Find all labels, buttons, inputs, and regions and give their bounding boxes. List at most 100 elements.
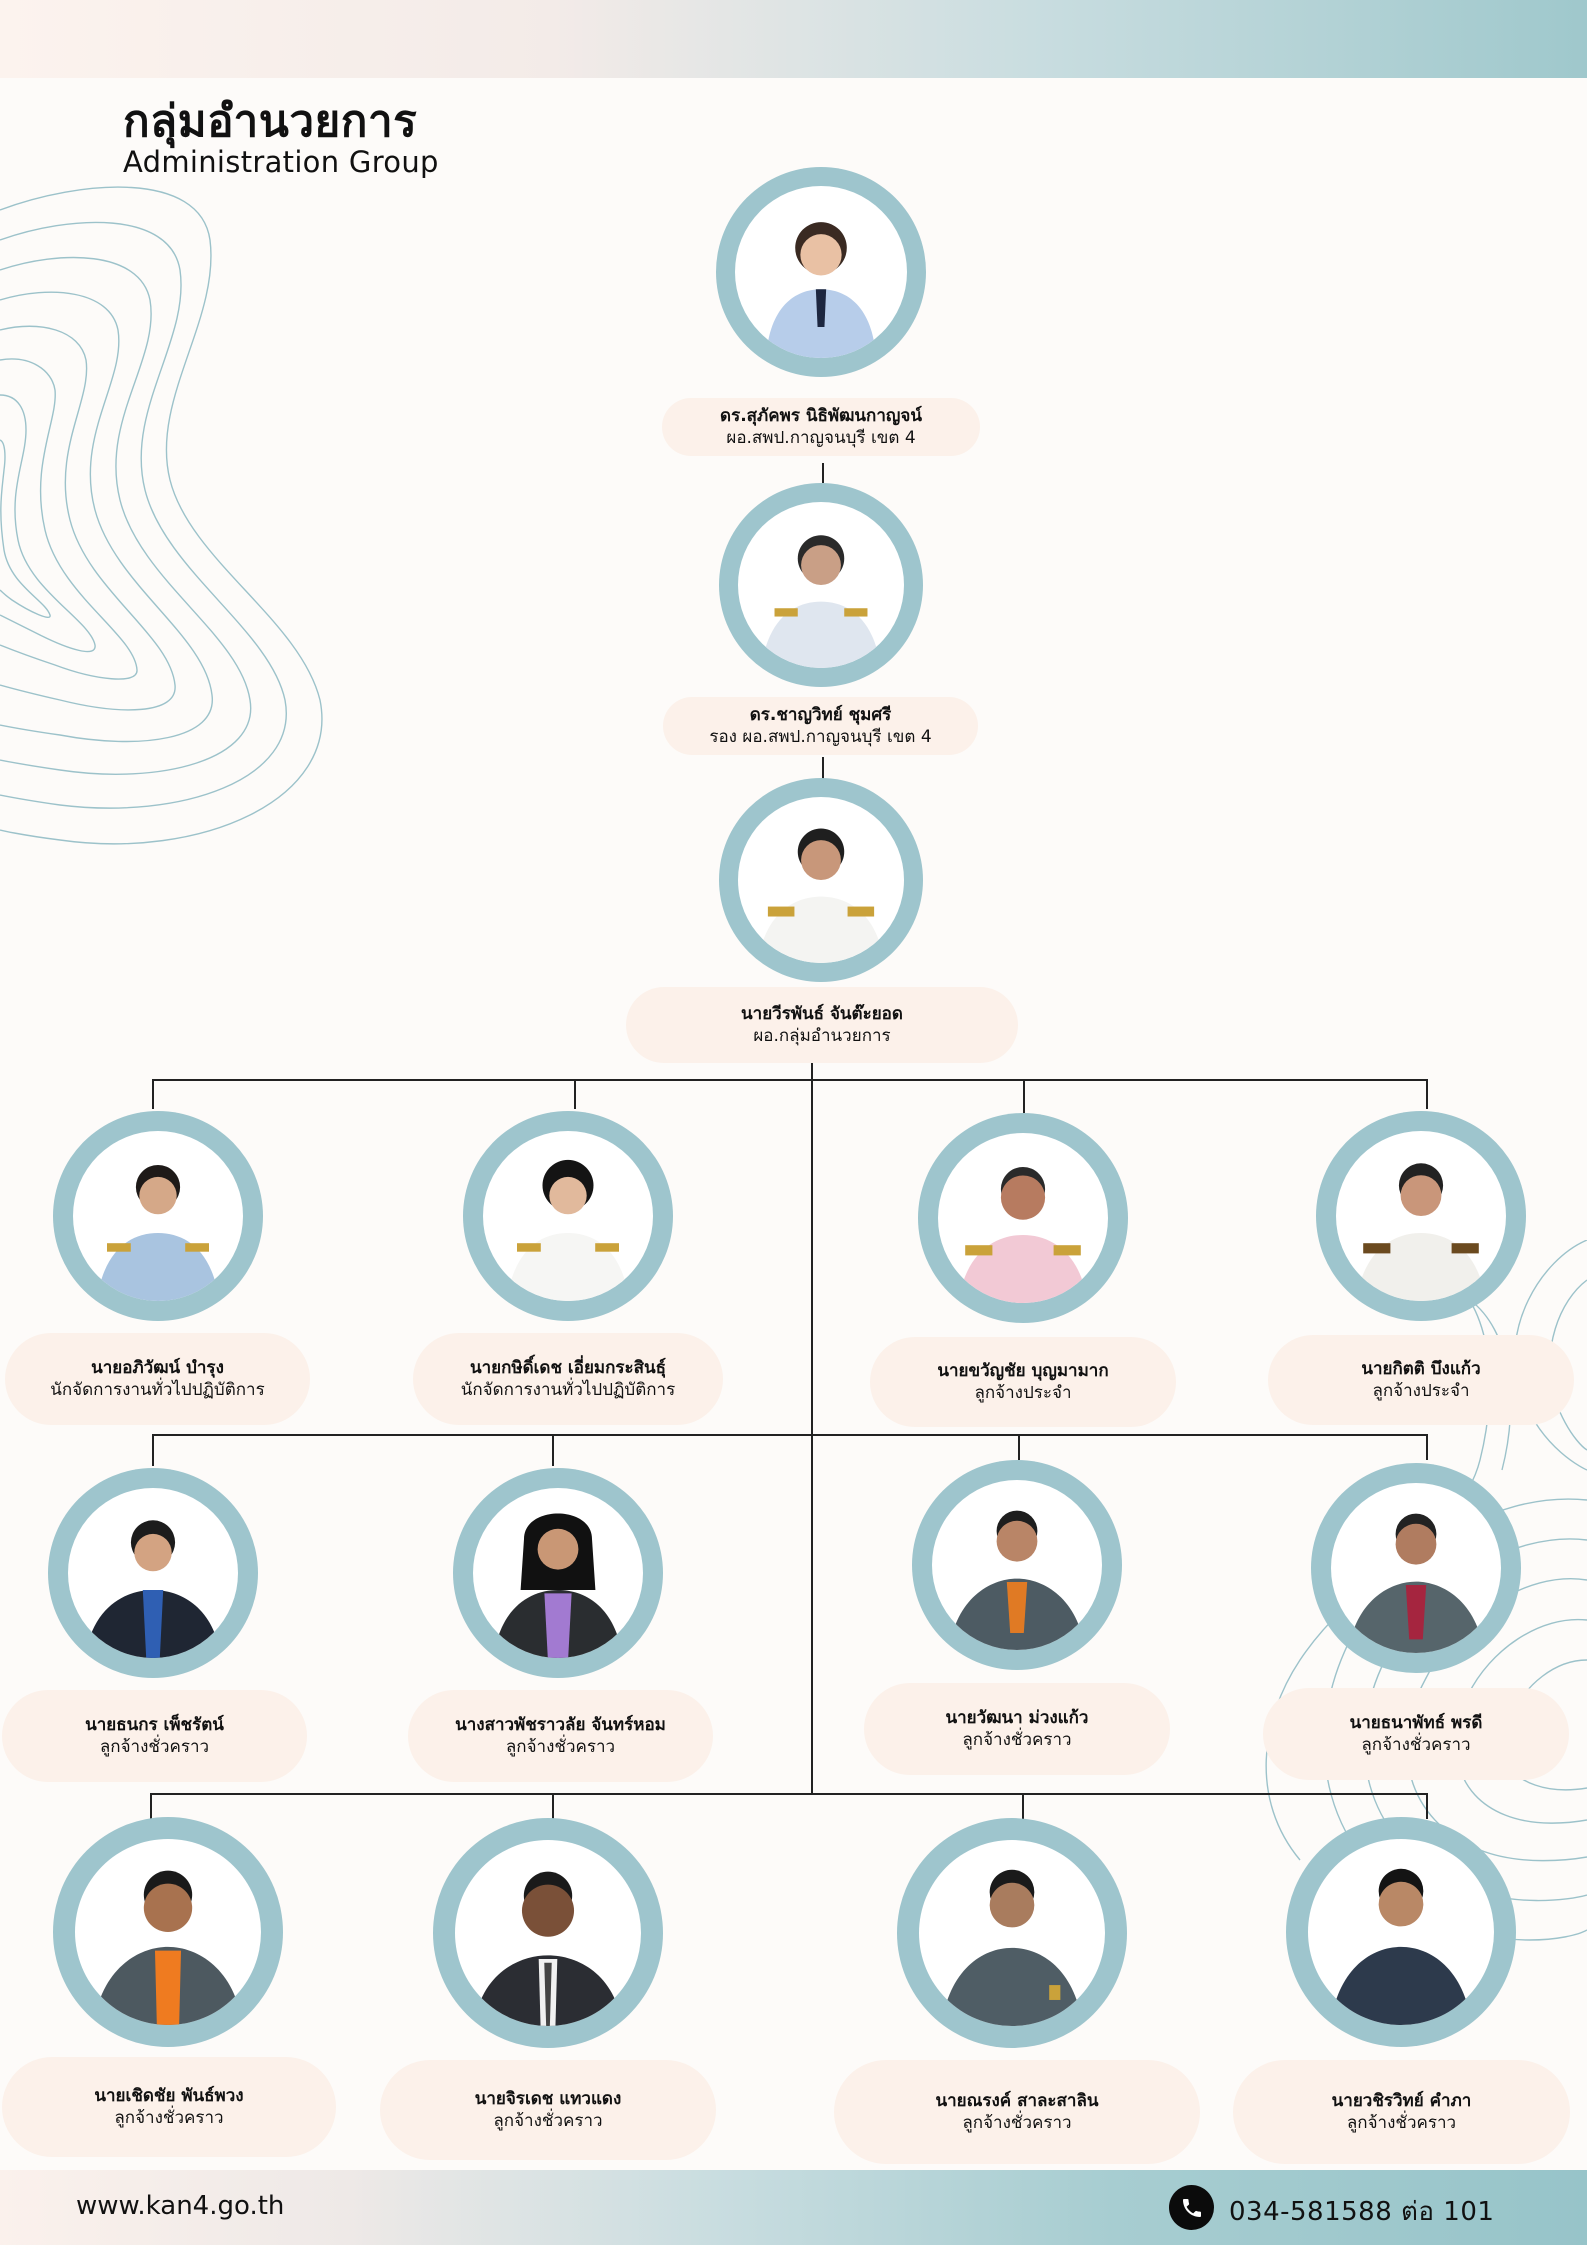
connector-line (1426, 1793, 1428, 1819)
person-silhouette-icon (506, 1159, 630, 1301)
person-role: ลูกจ้างชั่วคราว (1346, 2113, 1457, 2133)
person-role: ลูกจ้างประจำ (974, 1383, 1072, 1403)
person-silhouette-icon (473, 1871, 623, 2026)
person-name: นายขวัญชัย บุญมามาก (937, 1361, 1109, 1381)
person-name: นางสาวพัชราวลัย จันทร์หอม (455, 1715, 666, 1735)
person-silhouette-icon (93, 1870, 243, 2025)
person-silhouette-icon (493, 1513, 623, 1658)
top-gradient-band (0, 0, 1587, 78)
person-label: นายอภิวัฒน์ บำรุง นักจัดการงานทั่วไปปฏิบ… (5, 1333, 310, 1425)
connector-line (1426, 1079, 1428, 1109)
person-role: ลูกจ้างชั่วคราว (505, 1737, 616, 1757)
person-silhouette-icon (1356, 1163, 1486, 1301)
person-photo (53, 1111, 263, 1321)
person-label: นายจิรเดช แทวแดง ลูกจ้างชั่วคราว (380, 2060, 716, 2160)
connector-line (574, 1079, 576, 1109)
person-silhouette-icon (85, 1520, 221, 1658)
person-role: ลูกจ้างชั่วคราว (962, 2113, 1072, 2133)
phone-number: 034-581588 ต่อ 101 (1229, 2197, 1495, 2227)
person-silhouette-icon (757, 828, 885, 963)
website-link[interactable]: www.kan4.go.th (76, 2191, 285, 2221)
person-photo (719, 483, 923, 687)
person-label: นายณรงค์ สาละสาลิน ลูกจ้างชั่วคราว (834, 2060, 1200, 2164)
person-photo (716, 167, 926, 377)
person-photo (719, 778, 923, 982)
branch-line-row2 (152, 1434, 1428, 1436)
person-role: ผอ.กลุ่มอำนวยการ (753, 1026, 891, 1046)
person-name: นายธนกร เพ็ชรัตน์ (85, 1715, 224, 1735)
person-silhouette-icon (949, 1510, 1085, 1650)
person-photo (53, 1817, 283, 2047)
contour-decoration-left (0, 186, 323, 845)
person-name: นายธนาพัทธ์ พรดี (1349, 1713, 1483, 1733)
person-name: ดร.สุภัคพร นิธิพัฒนกาญจน์ (720, 406, 922, 426)
person-photo (918, 1113, 1128, 1323)
connector-line (1022, 1793, 1024, 1819)
connector-line (150, 1793, 152, 1819)
person-photo (463, 1111, 673, 1321)
person-name: นายจิรเดช แทวแดง (474, 2089, 622, 2109)
person-name: นายวชิรวิทย์ คำภา (1331, 2091, 1472, 2111)
person-silhouette-icon (1348, 1513, 1484, 1653)
person-role: ลูกจ้างชั่วคราว (99, 1737, 210, 1757)
bottom-gradient-band (0, 2170, 1587, 2245)
connector-line (1018, 1434, 1020, 1460)
person-photo (912, 1460, 1122, 1670)
person-photo (1311, 1463, 1521, 1673)
person-name: นายวีรพันธ์ จันต๊ะยอด (741, 1004, 903, 1024)
person-label: นายธนาพัทธ์ พรดี ลูกจ้างชั่วคราว (1263, 1688, 1569, 1780)
connector-line (152, 1434, 154, 1466)
person-role: ลูกจ้างชั่วคราว (114, 2108, 224, 2128)
person-name: นายกษิดิ์เดช เอี่ยมกระสินธุ์ (469, 1358, 667, 1378)
person-label: ดร.ชาญวิทย์ ชุมศรี รอง ผอ.สพป.กาญจนบุรี … (663, 697, 978, 755)
person-label: นายธนกร เพ็ชรัตน์ ลูกจ้างชั่วคราว (2, 1690, 307, 1782)
person-label: ดร.สุภัคพร นิธิพัฒนกาญจน์ ผอ.สพป.กาญจนบุ… (662, 398, 980, 456)
person-role: รอง ผอ.สพป.กาญจนบุรี เขต 4 (709, 727, 932, 747)
person-label: นายขวัญชัย บุญมามาก ลูกจ้างประจำ (870, 1337, 1176, 1427)
person-name: นายวัฒนา ม่วงแก้ว (945, 1708, 1089, 1728)
branch-line-row3 (150, 1793, 1428, 1795)
connector-line (152, 1079, 154, 1109)
person-photo (1286, 1817, 1516, 2047)
person-name: นายณรงค์ สาละสาลิน (935, 2091, 1099, 2111)
person-silhouette-icon (761, 535, 881, 668)
connector-line (822, 757, 824, 779)
person-silhouette-icon (765, 222, 877, 358)
person-photo (453, 1468, 663, 1678)
person-name: ดร.ชาญวิทย์ ชุมศรี (749, 705, 892, 725)
person-label: นายเชิดชัย พันธ์พวง ลูกจ้างชั่วคราว (2, 2057, 336, 2157)
person-name: นายอภิวัฒน์ บำรุง (91, 1358, 224, 1378)
connector-line (822, 463, 824, 483)
person-role: ลูกจ้างประจำ (1372, 1381, 1470, 1401)
person-name: นายเชิดชัย พันธ์พวง (94, 2086, 244, 2106)
connector-line (1023, 1079, 1025, 1113)
person-photo (48, 1468, 258, 1678)
person-label: นายวีรพันธ์ จันต๊ะยอด ผอ.กลุ่มอำนวยการ (626, 987, 1018, 1063)
person-name: นายกิตติ บึงแก้ว (1361, 1359, 1481, 1379)
page-title: กลุ่มอำนวยการ (123, 96, 418, 147)
person-role: นักจัดการงานทั่วไปปฏิบัติการ (50, 1380, 265, 1400)
person-photo (433, 1818, 663, 2048)
phone-icon (1169, 2185, 1214, 2230)
person-silhouette-icon (1330, 1868, 1472, 2025)
person-photo (1316, 1111, 1526, 1321)
person-role: ลูกจ้างชั่วคราว (493, 2111, 603, 2131)
connector-line (552, 1793, 554, 1819)
person-label: นายกิตติ บึงแก้ว ลูกจ้างประจำ (1268, 1335, 1574, 1425)
person-silhouette-icon (958, 1167, 1088, 1303)
connector-line (1426, 1434, 1428, 1460)
person-silhouette-icon (96, 1165, 220, 1301)
branch-line-row1 (152, 1079, 1428, 1081)
connector-line (811, 1063, 813, 1795)
connector-line (552, 1434, 554, 1466)
person-role: นักจัดการงานทั่วไปปฏิบัติการ (460, 1380, 676, 1400)
person-label: นายวัฒนา ม่วงแก้ว ลูกจ้างชั่วคราว (864, 1683, 1170, 1775)
person-label: นางสาวพัชราวลัย จันทร์หอม ลูกจ้างชั่วครา… (408, 1690, 713, 1782)
person-role: ผอ.สพป.กาญจนบุรี เขต 4 (726, 428, 916, 448)
person-photo (897, 1818, 1127, 2048)
page-subtitle: Administration Group (123, 145, 439, 179)
person-label: นายวชิรวิทย์ คำภา ลูกจ้างชั่วคราว (1233, 2060, 1570, 2164)
person-label: นายกษิดิ์เดช เอี่ยมกระสินธุ์ นักจัดการงา… (413, 1333, 723, 1425)
person-role: ลูกจ้างชั่วคราว (1361, 1735, 1471, 1755)
person-silhouette-icon (941, 1869, 1083, 2026)
